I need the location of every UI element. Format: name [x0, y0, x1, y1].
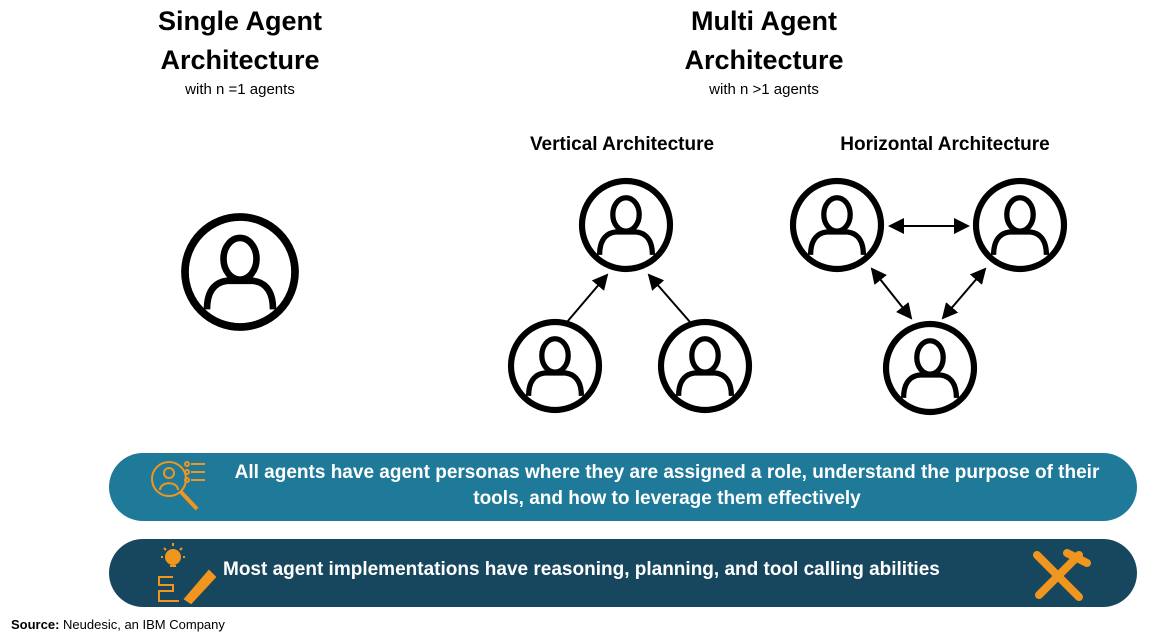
- architecture-diagram: [0, 0, 1155, 450]
- vertical-top-agent-icon: [582, 181, 670, 269]
- arrow-left-to-top: [566, 273, 609, 323]
- title-line: Architecture: [684, 45, 844, 75]
- double-arrow-left-bottom: [870, 267, 913, 320]
- vertical-left-agent-icon: [511, 322, 599, 410]
- vertical-right-agent-icon: [661, 322, 749, 410]
- idea-pencil-icon: [158, 543, 217, 605]
- multi-agent-subtitle: with n >1 agents: [709, 81, 819, 98]
- multi-agent-title: Multi Agent Architecture: [634, 2, 894, 80]
- persona-banner-text: All agents have agent personas where the…: [234, 462, 1100, 509]
- source-label: Source:: [11, 617, 60, 632]
- vertical-architecture-label: Vertical Architecture: [529, 134, 715, 155]
- single-agent-title: Single Agent Architecture: [120, 2, 360, 80]
- horizontal-left-agent-icon: [793, 181, 881, 269]
- source-text: Neudesic, an IBM Company: [63, 617, 225, 632]
- source-note: Source: Neudesic, an IBM Company: [11, 617, 225, 632]
- horizontal-right-agent-icon: [976, 181, 1064, 269]
- single-agent-icon: [185, 217, 295, 327]
- single-agent-subtitle: with n =1 agents: [185, 81, 295, 98]
- persona-banner: All agents have agent personas where the…: [109, 453, 1137, 521]
- double-arrow-right-bottom: [941, 267, 987, 320]
- title-line: Architecture: [160, 45, 320, 75]
- horizontal-bottom-agent-icon: [886, 324, 974, 412]
- tools-icon: [1033, 549, 1091, 601]
- abilities-banner: Most agent implementations have reasonin…: [109, 539, 1137, 607]
- arrow-right-to-top: [647, 273, 691, 323]
- title-line: Single Agent: [157, 6, 322, 36]
- abilities-banner-text: Most agent implementations have reasonin…: [223, 559, 940, 580]
- persona-search-icon: [151, 461, 205, 511]
- horizontal-architecture-label: Horizontal Architecture: [840, 134, 1050, 155]
- title-line: Multi Agent: [691, 6, 837, 36]
